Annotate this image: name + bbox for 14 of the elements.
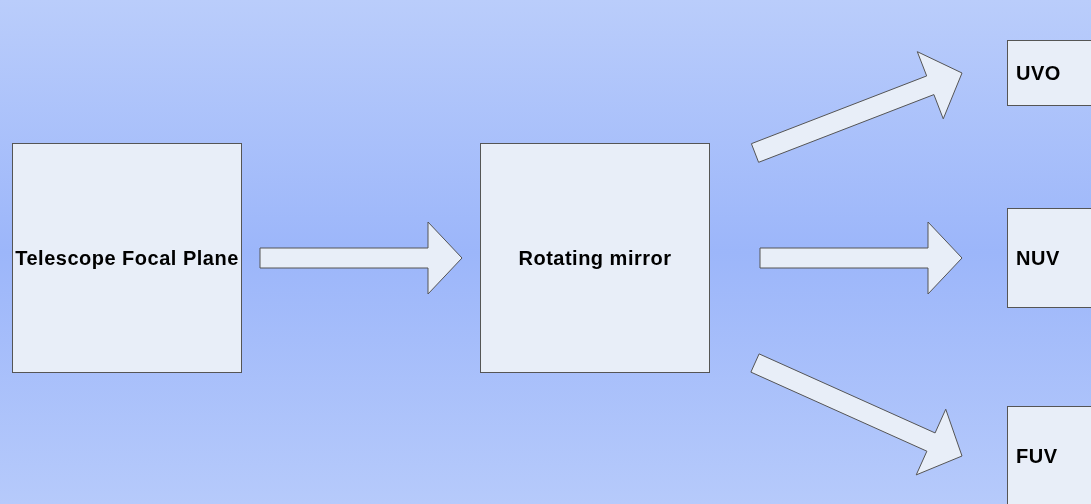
box-label: Rotating mirror [518,246,672,270]
block-arrow [750,51,963,163]
block-arrow [750,353,963,476]
process-box [1007,208,1091,308]
box-label: FUV [1016,444,1058,468]
box-label: UVO [1016,61,1061,85]
process-box [1007,40,1091,106]
block-arrow [259,221,463,295]
process-box [1007,406,1091,504]
box-label: NUV [1016,246,1060,270]
block-arrow [759,221,963,295]
process-box [12,143,242,373]
process-box [480,143,710,373]
box-label: Telescope Focal Plane [15,246,239,270]
